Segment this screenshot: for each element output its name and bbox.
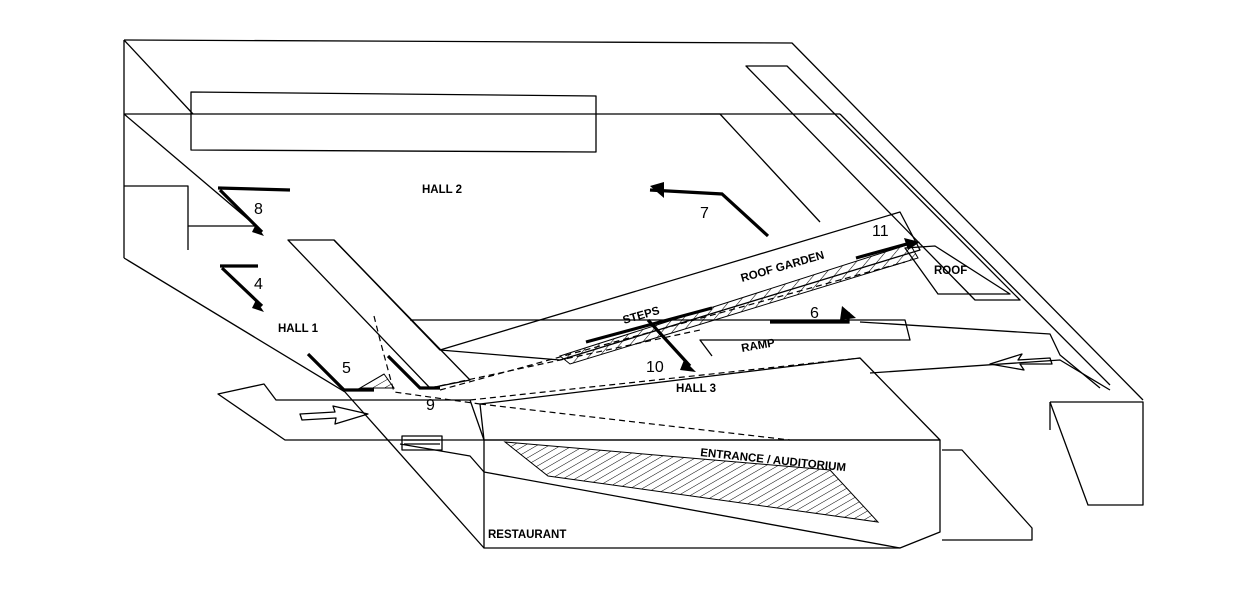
roof-block — [904, 245, 1011, 295]
number-10: 10 — [646, 359, 664, 376]
entrance-arrow — [299, 405, 369, 425]
right-lower-block — [1049, 401, 1144, 506]
ramp — [410, 319, 911, 357]
hall2-volume — [123, 39, 1144, 401]
hall2-skylight — [190, 91, 597, 153]
base-stairs — [401, 435, 443, 451]
number-4: 4 — [254, 276, 263, 293]
label-roof: ROOF — [934, 265, 967, 277]
roof-garden-slab — [439, 211, 921, 361]
central-core — [287, 239, 471, 389]
right-skylight — [745, 65, 1021, 301]
stair-hatch-5 — [358, 373, 395, 389]
number-8: 8 — [254, 201, 263, 218]
route-dashes — [373, 261, 906, 441]
number-11: 11 — [872, 223, 889, 240]
label-ramp: RAMP — [740, 337, 776, 355]
number-9: 9 — [426, 397, 435, 414]
exit-arrow — [989, 353, 1053, 371]
label-hall3: HALL 3 — [676, 383, 716, 395]
restaurant-volume — [344, 391, 485, 549]
number-5: 5 — [342, 360, 351, 377]
label-restaurant: RESTAURANT — [488, 529, 566, 541]
hall1-volume — [123, 186, 346, 393]
route-arrows — [217, 182, 920, 392]
entrance-auditorium — [483, 439, 941, 549]
number-7: 7 — [700, 205, 709, 222]
label-hall2: HALL 2 — [422, 184, 462, 196]
auditorium-hatch — [503, 441, 880, 523]
number-6: 6 — [810, 305, 819, 322]
label-hall1: HALL 1 — [278, 323, 319, 335]
hall3-slab — [479, 357, 941, 441]
entrance-deck — [217, 383, 485, 441]
steps-hatch — [558, 243, 919, 365]
